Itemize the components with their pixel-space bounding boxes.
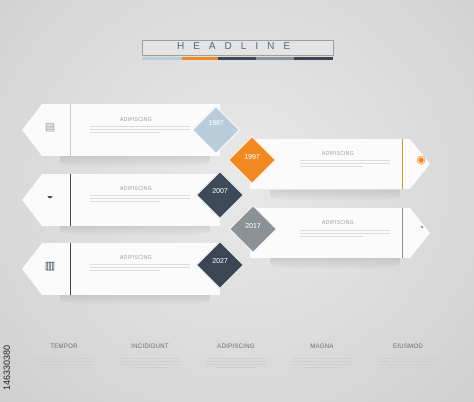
card-title: ADIPISCING xyxy=(120,255,152,261)
target-icon: ◉ xyxy=(416,154,426,166)
credit-number: 146330380 xyxy=(2,344,12,390)
card-title: ADIPISCING xyxy=(120,186,152,192)
card-divider xyxy=(402,139,403,189)
chart-icon: ◔ xyxy=(417,222,425,234)
headline: HEADLINE xyxy=(176,41,299,52)
card-shadow xyxy=(270,258,400,270)
card-title: ADIPISCING xyxy=(120,117,152,123)
column-title: INCIDIDUNT xyxy=(131,344,169,350)
column-adipiscing: ADIPISCING xyxy=(196,344,276,368)
column-title: EIUSMOD xyxy=(392,344,424,350)
year-label: 2017 xyxy=(245,223,261,230)
column-title: ADIPISCING xyxy=(217,344,255,350)
year-label: 2027 xyxy=(212,258,228,265)
column-incididunt: INCIDIDUNT xyxy=(110,344,190,368)
bowl-icon: ◒ xyxy=(46,190,54,202)
card-divider xyxy=(70,104,71,156)
headline-bar-segment xyxy=(294,57,333,60)
year-label: 1997 xyxy=(244,154,260,161)
card-shadow xyxy=(270,190,400,202)
card-text-lines xyxy=(300,230,390,239)
card-text-lines xyxy=(90,195,190,204)
card-text-lines xyxy=(90,126,190,135)
column-tempor: TEMPOR xyxy=(24,344,104,368)
column-title: MAGNA xyxy=(310,344,334,350)
card-text-lines xyxy=(90,264,190,273)
card-title: ADIPISCING xyxy=(322,151,354,157)
headline-bar-segment xyxy=(256,57,294,60)
document-icon: ▤ xyxy=(44,121,56,133)
year-label: 1987 xyxy=(208,120,224,127)
column-magna: MAGNA xyxy=(282,344,362,368)
headline-box xyxy=(142,40,334,56)
card-title: ADIPISCING xyxy=(322,220,354,226)
card-shadow xyxy=(60,294,210,306)
side-credit: 146330380 xyxy=(2,290,14,390)
card-divider xyxy=(70,174,71,226)
card-shadow xyxy=(60,156,210,168)
card-text-lines xyxy=(300,160,390,169)
card-divider xyxy=(70,243,71,295)
year-label: 2007 xyxy=(212,188,228,195)
headline-bar-segment xyxy=(142,57,182,60)
column-title: TEMPOR xyxy=(50,344,78,350)
building-icon: ▥ xyxy=(44,260,56,272)
card-shadow xyxy=(60,225,210,237)
headline-bar-segment xyxy=(182,57,218,60)
card-divider xyxy=(402,208,403,258)
column-eiusmod: EIUSMOD xyxy=(368,344,448,368)
headline-bar-segment xyxy=(218,57,256,60)
